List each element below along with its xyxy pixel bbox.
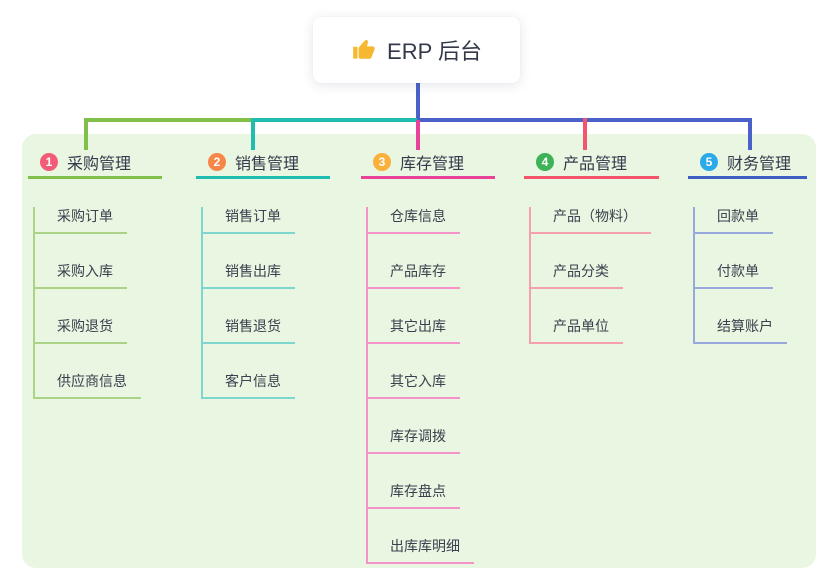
root-node[interactable]: ERP 后台 (313, 17, 520, 83)
branch-node-finance[interactable]: 5 财务管理 (688, 148, 807, 179)
mindmap-node[interactable]: 产品（物料） (531, 207, 651, 234)
branch-label: 销售管理 (235, 156, 300, 173)
thumbs-up-icon (351, 37, 377, 63)
stub-sales (251, 118, 255, 150)
stub-product (583, 118, 587, 150)
mindmap-node[interactable]: 采购订单 (35, 207, 127, 234)
mindmap-node[interactable]: 销售出库 (203, 262, 295, 289)
mindmap-node[interactable]: 销售退货 (203, 317, 295, 344)
mindmap-node[interactable]: 出库库明细 (368, 537, 474, 564)
bus-segment-purchase (84, 118, 255, 122)
branch-node-purchase[interactable]: 1 采购管理 (28, 148, 162, 179)
mindmap-node[interactable]: 其它入库 (368, 372, 460, 399)
branch-number-badge: 3 (373, 153, 391, 171)
branch-label: 财务管理 (727, 156, 792, 173)
branch-sales: 2 销售管理 销售订单 销售出库 销售退货 客户信息 (196, 148, 330, 399)
branch-number-badge: 1 (40, 153, 58, 171)
branch-node-sales[interactable]: 2 销售管理 (196, 148, 330, 179)
bus-segment-sales (251, 118, 419, 122)
branch-children: 仓库信息 产品库存 其它出库 其它入库 库存调拨 库存盘点 出库库明细 (366, 207, 495, 564)
branch-children: 回款单 付款单 结算账户 (693, 207, 807, 344)
stub-purchase (84, 118, 88, 150)
branch-label: 库存管理 (400, 156, 465, 173)
mindmap-node[interactable]: 采购入库 (35, 262, 127, 289)
mindmap-node[interactable]: 结算账户 (695, 317, 787, 344)
mindmap-node[interactable]: 采购退货 (35, 317, 127, 344)
branch-label: 采购管理 (67, 156, 132, 173)
mindmap-node[interactable]: 回款单 (695, 207, 773, 234)
root-connector-line (416, 82, 420, 120)
branch-inventory: 3 库存管理 仓库信息 产品库存 其它出库 其它入库 库存调拨 库存盘点 出库库… (361, 148, 495, 564)
root-label: ERP 后台 (387, 39, 482, 64)
stub-inventory (416, 120, 420, 150)
mindmap-node[interactable]: 其它出库 (368, 317, 460, 344)
branch-number-badge: 4 (536, 153, 554, 171)
mindmap-node[interactable]: 销售订单 (203, 207, 295, 234)
branch-children: 销售订单 销售出库 销售退货 客户信息 (201, 207, 330, 399)
branch-node-inventory[interactable]: 3 库存管理 (361, 148, 495, 179)
branch-node-product[interactable]: 4 产品管理 (524, 148, 659, 179)
mindmap-node[interactable]: 付款单 (695, 262, 773, 289)
mindmap-node[interactable]: 供应商信息 (35, 372, 141, 399)
mindmap-node[interactable]: 产品分类 (531, 262, 623, 289)
mindmap-node[interactable]: 库存盘点 (368, 482, 460, 509)
mindmap-node[interactable]: 客户信息 (203, 372, 295, 399)
branch-product: 4 产品管理 产品（物料） 产品分类 产品单位 (524, 148, 659, 344)
branch-number-badge: 2 (208, 153, 226, 171)
branch-purchase: 1 采购管理 采购订单 采购入库 采购退货 供应商信息 (28, 148, 162, 399)
branch-finance: 5 财务管理 回款单 付款单 结算账户 (688, 148, 807, 344)
mindmap-node[interactable]: 仓库信息 (368, 207, 460, 234)
stub-finance (748, 118, 752, 150)
branch-label: 产品管理 (563, 156, 628, 173)
mindmap-node[interactable]: 库存调拨 (368, 427, 460, 454)
branch-number-badge: 5 (700, 153, 718, 171)
mindmap-node[interactable]: 产品单位 (531, 317, 623, 344)
branch-children: 采购订单 采购入库 采购退货 供应商信息 (33, 207, 162, 399)
mindmap-node[interactable]: 产品库存 (368, 262, 460, 289)
branch-children: 产品（物料） 产品分类 产品单位 (529, 207, 659, 344)
mindmap-panel (22, 134, 816, 568)
